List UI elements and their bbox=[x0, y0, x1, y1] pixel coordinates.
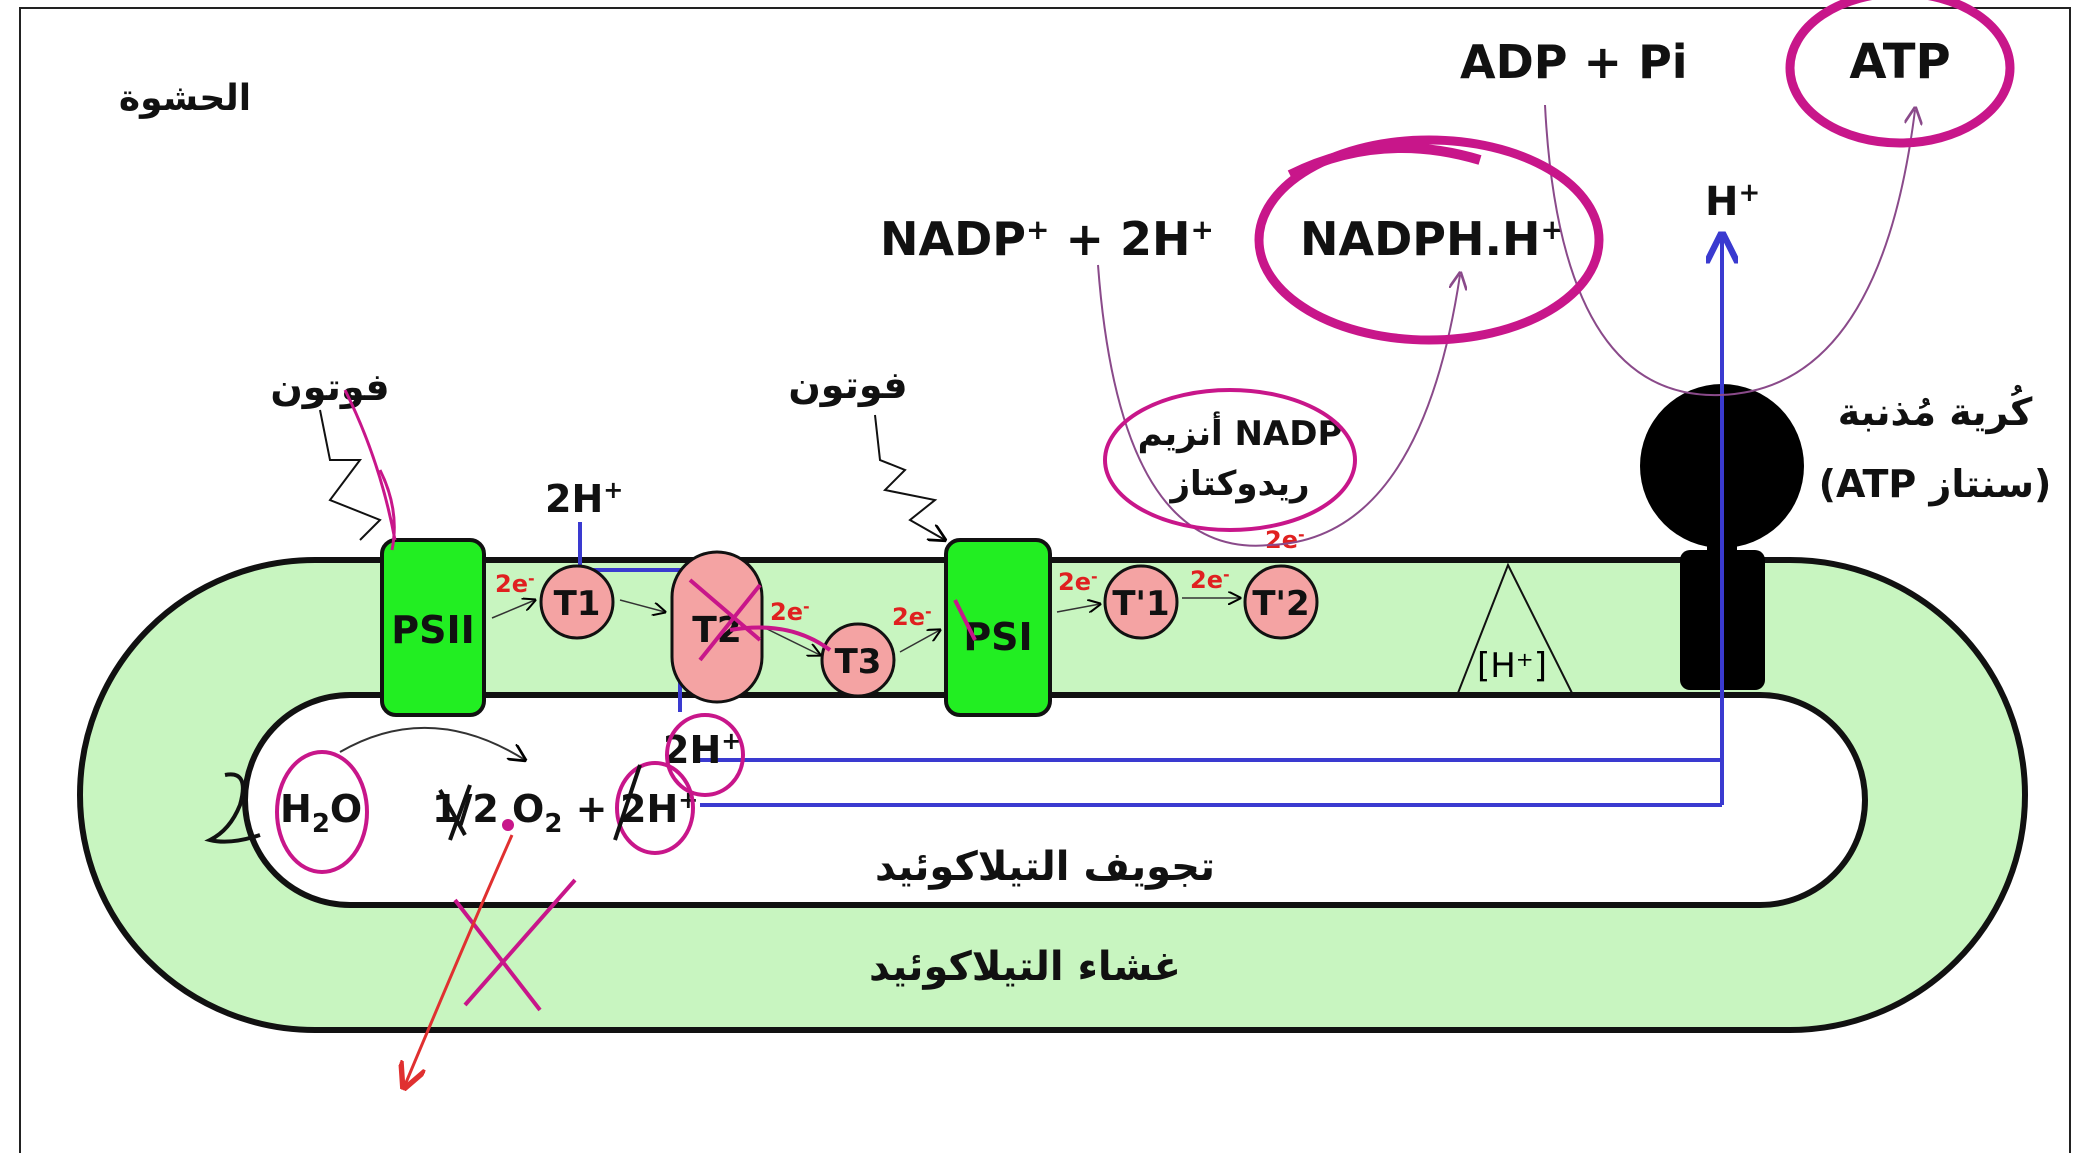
svg-text:2e-: 2e- bbox=[1058, 567, 1098, 596]
water-split-arrow bbox=[339, 726, 525, 760]
h-gradient-triangle bbox=[1456, 562, 1574, 694]
h-gradient-label: [H⁺] bbox=[1477, 646, 1547, 686]
electron-flow-arrows bbox=[491, 598, 1240, 655]
nadph-circle bbox=[1254, 135, 1604, 345]
svg-text:2e-: 2e- bbox=[892, 602, 932, 631]
h2o-label: H2O bbox=[280, 787, 362, 839]
nadp-reactants-label: NADP+ + 2H+ bbox=[880, 212, 1214, 266]
atp-synthase-label-2: (ATP سنتاز) bbox=[1819, 462, 2052, 506]
frame-border bbox=[19, 7, 2071, 1157]
enzyme-circle bbox=[1103, 388, 1357, 532]
atp-synthase-label-1: كُرية مُذنبة bbox=[1838, 386, 2033, 434]
photon-mid-label: فوتون bbox=[788, 363, 907, 407]
photon-mid-squiggle bbox=[874, 414, 945, 540]
t1-label: T1 bbox=[554, 584, 601, 624]
t1-carrier bbox=[539, 564, 615, 640]
svg-text:2e-: 2e- bbox=[1190, 565, 1230, 594]
two-h-circle bbox=[615, 761, 695, 855]
svg-text:2e-: 2e- bbox=[1265, 525, 1305, 554]
atp-label: ATP bbox=[1849, 34, 1950, 90]
nadp-reduction-arrow bbox=[1097, 264, 1460, 547]
t2-prime-label: T'2 bbox=[1252, 584, 1309, 624]
photon-left-label: فوتون bbox=[270, 365, 389, 409]
proton-path bbox=[578, 238, 1722, 807]
two-h-top-circle bbox=[665, 713, 745, 797]
stroma-label: الحشوة bbox=[119, 78, 251, 119]
atp-synthesis-arrow bbox=[1544, 104, 1915, 397]
enzyme-label-1: أنزيم NADP bbox=[1138, 411, 1343, 454]
nadph-label: NADPH.H+ bbox=[1300, 212, 1564, 266]
t3-label: T3 bbox=[835, 642, 882, 682]
t2-prime-carrier bbox=[1243, 564, 1319, 640]
enzyme-label-2: ريدوكتاز bbox=[1168, 464, 1309, 504]
oxygen-release-arrow bbox=[405, 834, 514, 1085]
adp-pi-label: ADP + Pi bbox=[1460, 35, 1688, 89]
t3-carrier bbox=[820, 622, 896, 698]
h2o-circle bbox=[275, 750, 369, 874]
atp-circle bbox=[1785, 0, 2015, 148]
photon-left-squiggle bbox=[319, 409, 382, 541]
annotation-dot bbox=[502, 819, 514, 831]
membrane-label: غشاء التيلاكوئيد bbox=[869, 944, 1181, 990]
h-proton-label: H+ bbox=[1705, 178, 1760, 225]
electron-labels: 2e- 2e- 2e- 2e- 2e- 2e- bbox=[495, 525, 1305, 631]
lumen-label: تجويف التيلاكوئيد bbox=[875, 844, 1215, 890]
psi-complex bbox=[944, 538, 1052, 717]
svg-text:2e-: 2e- bbox=[495, 569, 535, 598]
svg-text:2e-: 2e- bbox=[770, 597, 810, 626]
t1-prime-carrier bbox=[1103, 564, 1179, 640]
two-h-stroma-label: 2H+ bbox=[545, 476, 623, 521]
handwritten-annotations bbox=[275, 0, 2015, 1012]
handwritten-black-marks bbox=[204, 764, 642, 844]
psii-label: PSII bbox=[391, 608, 475, 652]
t1-prime-label: T'1 bbox=[1112, 584, 1169, 624]
psii-complex bbox=[380, 538, 486, 717]
